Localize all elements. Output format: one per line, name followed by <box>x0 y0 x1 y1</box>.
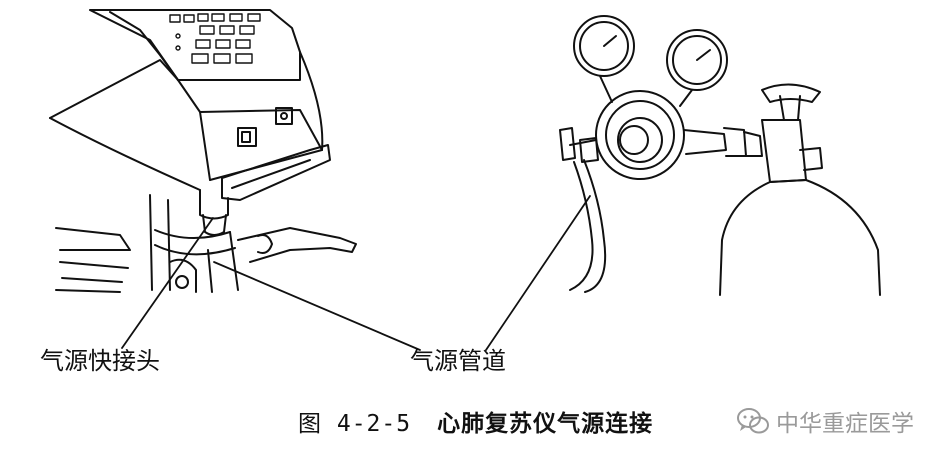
gas-cylinder-regulator <box>559 15 881 296</box>
figure-caption: 图 4-2-5 心肺复苏仪气源连接 <box>298 404 653 438</box>
watermark: 中华重症医学 <box>736 404 914 438</box>
watermark-text: 中华重症医学 <box>776 411 914 437</box>
wechat-icon <box>737 408 769 434</box>
figure-number: 图 4-2-5 <box>298 411 412 437</box>
cpr-device <box>49 9 357 293</box>
control-panel-buttons <box>169 13 261 64</box>
leader-lines <box>121 195 591 351</box>
label-gas-pipe: 气源管道 <box>410 347 506 375</box>
label-quick-connector: 气源快接头 <box>40 347 160 375</box>
figure-title: 心肺复苏仪气源连接 <box>437 411 654 437</box>
